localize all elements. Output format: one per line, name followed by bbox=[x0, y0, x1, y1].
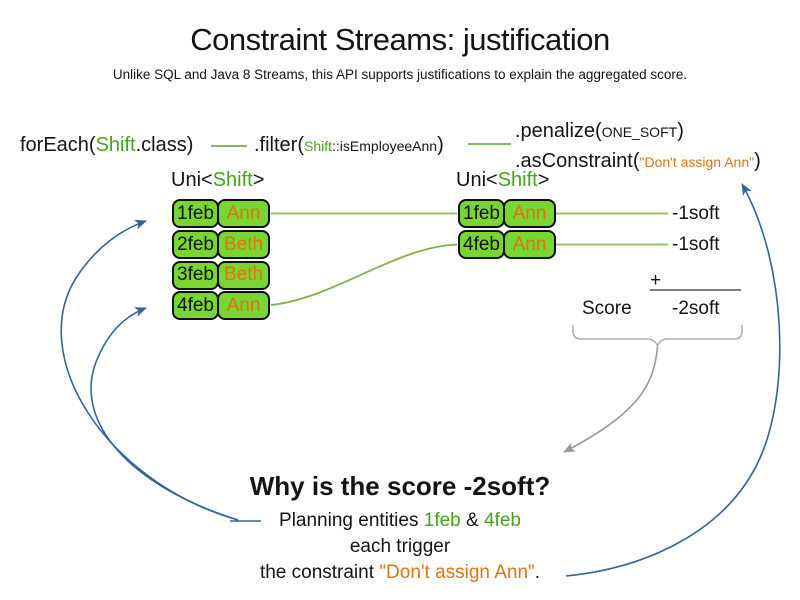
plus-sign: + bbox=[650, 270, 662, 291]
line1-prefix: Planning entities bbox=[279, 510, 424, 531]
shift-employee-cell: Beth bbox=[217, 260, 270, 290]
line1-entity-1feb: 1feb bbox=[423, 510, 461, 531]
shift-date-cell: 4feb bbox=[458, 230, 505, 259]
score-brace bbox=[572, 325, 743, 349]
left-stream-type-label: Uni<Shift> bbox=[171, 169, 264, 192]
type-prefix: Uni< bbox=[456, 169, 498, 191]
explanation-line-3: the constraint "Don't assign Ann". bbox=[0, 560, 800, 586]
shift-date-cell: 4feb bbox=[172, 291, 219, 320]
penalty-label-1: -1soft bbox=[672, 203, 720, 224]
line1-amp: & bbox=[460, 510, 484, 531]
shift-employee-cell: Beth bbox=[217, 230, 270, 259]
code-asconstraint: .asConstraint("Don't assign Ann") bbox=[515, 147, 761, 177]
table-row-left-3feb: 3feb Beth bbox=[172, 260, 270, 290]
code-penalize-suffix: ) bbox=[677, 120, 684, 142]
explanation-line-1: Planning entities 1feb & 4feb bbox=[0, 508, 800, 534]
shift-date-cell: 1feb bbox=[458, 199, 505, 228]
code-asconstraint-prefix: .asConstraint( bbox=[515, 150, 640, 172]
brace-to-heading-arrow bbox=[563, 346, 659, 453]
shift-employee-cell: Ann bbox=[503, 230, 556, 259]
subtitle: Unlike SQL and Java 8 Streams, this API … bbox=[112, 67, 688, 82]
page-title: Constraint Streams: justification bbox=[190, 22, 610, 57]
explanation-heading: Why is the score -2soft? bbox=[249, 471, 551, 501]
shift-employee-cell: Ann bbox=[217, 291, 270, 320]
type-prefix: Uni< bbox=[171, 169, 213, 191]
type-class: Shift bbox=[497, 169, 538, 191]
code-foreach: forEach(Shift.class) bbox=[20, 134, 193, 157]
stream-link-4feb bbox=[270, 243, 458, 306]
code-filter-arg-method: ::isEmployeeAnn bbox=[332, 138, 438, 154]
code-penalize-block: .penalize(ONE_SOFT) .asConstraint("Don't… bbox=[515, 117, 761, 177]
score-label: Score bbox=[582, 298, 632, 319]
shift-date-cell: 1feb bbox=[172, 199, 219, 228]
code-penalize-prefix: .penalize( bbox=[515, 120, 602, 142]
score-total: -2soft bbox=[672, 298, 720, 319]
table-row-left-1feb: 1feb Ann bbox=[172, 199, 270, 228]
line3-suffix: . bbox=[534, 562, 541, 583]
arrow-to-asconstraint bbox=[565, 183, 781, 577]
code-filter-prefix: .filter( bbox=[254, 134, 304, 156]
shift-employee-cell: Ann bbox=[503, 199, 556, 228]
table-row-right-4feb: 4feb Ann bbox=[458, 230, 556, 259]
shift-date-cell: 3feb bbox=[172, 260, 219, 290]
code-penalize: .penalize(ONE_SOFT) bbox=[515, 117, 761, 147]
line3-constraint: "Don't assign Ann" bbox=[379, 562, 535, 583]
table-row-right-1feb: 1feb Ann bbox=[458, 199, 556, 228]
right-stream-type-label: Uni<Shift> bbox=[456, 169, 549, 192]
code-foreach-prefix: forEach( bbox=[20, 134, 96, 156]
code-foreach-suffix: .class) bbox=[135, 134, 194, 156]
shift-date-cell: 2feb bbox=[172, 230, 219, 259]
code-filter-arg-class: Shift bbox=[304, 138, 333, 154]
line3-prefix: the constraint bbox=[259, 562, 380, 583]
explanation-block: Why is the score -2soft? Planning entiti… bbox=[0, 471, 800, 586]
code-filter: .filter(Shift::isEmployeeAnn) bbox=[254, 134, 444, 157]
table-row-left-4feb: 4feb Ann bbox=[172, 291, 270, 320]
table-row-left-2feb: 2feb Beth bbox=[172, 230, 270, 259]
line1-entity-4feb: 4feb bbox=[483, 510, 521, 531]
arrow-to-1feb bbox=[60, 219, 239, 521]
type-suffix: > bbox=[537, 169, 550, 191]
code-asconstraint-suffix: ) bbox=[754, 150, 761, 172]
code-filter-suffix: ) bbox=[437, 134, 444, 156]
arrow-to-4feb bbox=[90, 307, 239, 521]
type-suffix: > bbox=[252, 169, 265, 191]
type-class: Shift bbox=[212, 169, 253, 191]
penalty-label-2: -1soft bbox=[672, 234, 720, 255]
explanation-line-2: each trigger bbox=[349, 536, 451, 557]
code-penalize-arg: ONE_SOFT bbox=[601, 124, 678, 140]
shift-employee-cell: Ann bbox=[217, 199, 270, 228]
code-foreach-class: Shift bbox=[95, 134, 136, 156]
code-asconstraint-arg: "Don't assign Ann" bbox=[639, 154, 755, 170]
